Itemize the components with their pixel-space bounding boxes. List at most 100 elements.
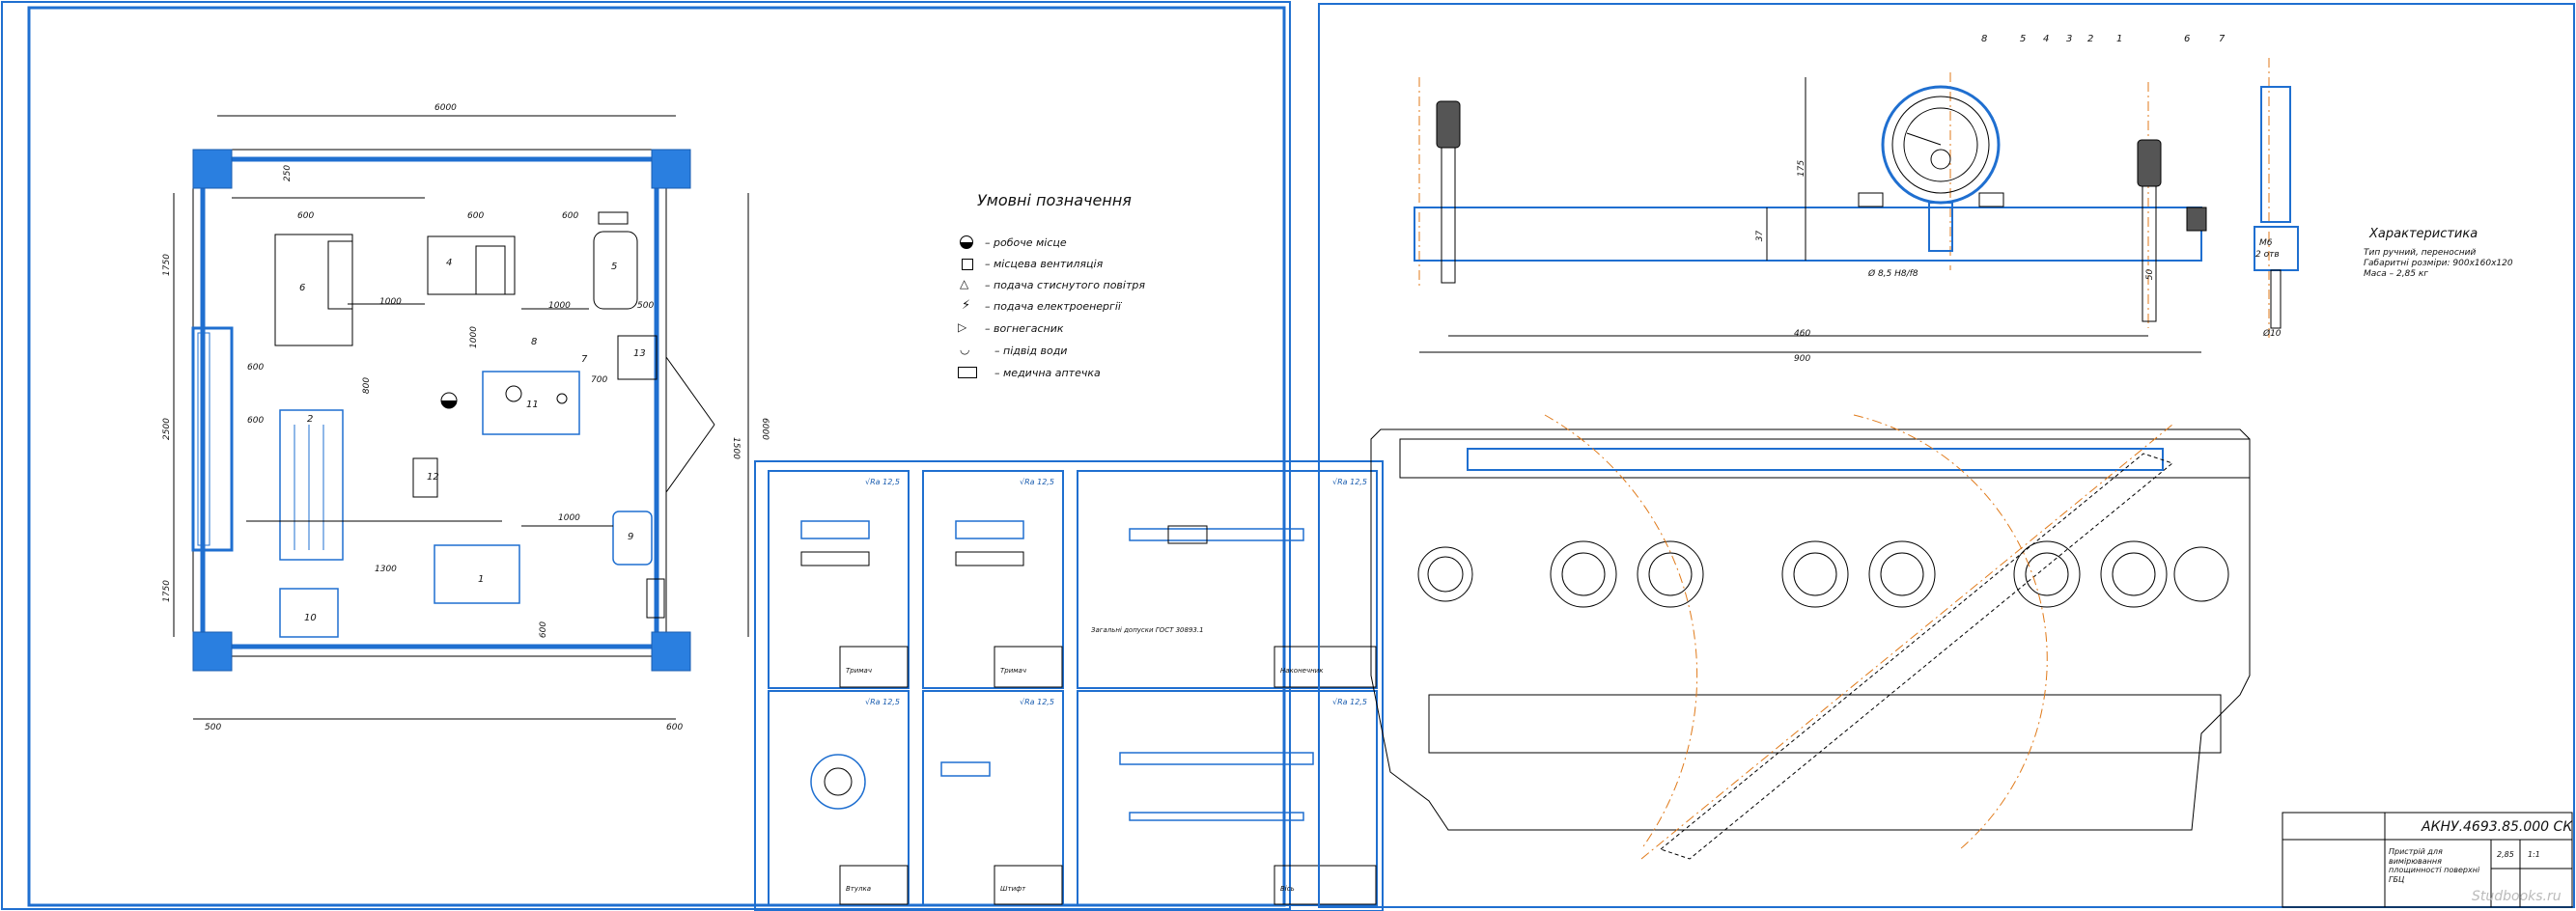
station-label-10: 10 <box>304 613 317 623</box>
watermark: Studbooks.ru <box>2472 889 2562 904</box>
callout-5: 5 <box>2020 34 2027 44</box>
legend-item-2: – подача стиснутого повітря <box>985 279 1145 291</box>
detail-3-note: Загальні допуски ГОСТ 30893.1 <box>1091 626 1204 634</box>
right-sheet-frame <box>1318 3 2575 908</box>
dim-600c: 600 <box>562 211 579 221</box>
dim-1000b: 1000 <box>548 301 571 311</box>
legend-item-5: – підвід води <box>994 345 1068 357</box>
station-9 <box>612 511 653 566</box>
station-label-2: 2 <box>307 414 314 425</box>
legend-title: Умовні позначення <box>977 191 1132 209</box>
station-label-7: 7 <box>581 354 588 365</box>
station-4 <box>427 235 516 295</box>
callout-6: 6 <box>2184 34 2191 44</box>
dim-600b: 600 <box>467 211 485 221</box>
floor-plan <box>173 115 749 720</box>
station-5 <box>593 231 638 310</box>
detail-1-rough: √Ra 12,5 <box>865 478 900 486</box>
callout-1: 1 <box>2116 34 2123 44</box>
station-label-5: 5 <box>611 262 618 272</box>
station-1 <box>434 544 520 604</box>
dim-top: 6000 <box>434 103 457 113</box>
detail-sheet-4 <box>768 690 910 906</box>
asm-dim-d10: Ø10 <box>2263 329 2282 339</box>
dim-700: 700 <box>591 375 608 385</box>
detail-2-rough: √Ra 12,5 <box>1020 478 1054 486</box>
station-label-12: 12 <box>427 472 439 483</box>
station-label-6: 6 <box>299 283 306 293</box>
legend-item-0: – робоче місце <box>985 236 1067 249</box>
title-block-scale: 1:1 <box>2528 850 2540 859</box>
callout-8: 8 <box>1981 34 1988 44</box>
dim-600e: 600 <box>247 416 265 426</box>
dim-500: 500 <box>637 301 655 311</box>
detail-2-title: Тримач <box>1000 667 1026 675</box>
asm-dim-37: 37 <box>1755 230 1766 242</box>
detail-1-title: Тримач <box>846 667 872 675</box>
char-line-2: Маса – 2,85 кг <box>2364 269 2429 279</box>
dim-1000c: 1000 <box>468 326 479 348</box>
dim-600a: 600 <box>297 211 315 221</box>
asm-dim-dia: Ø 8,5 H8/f8 <box>1868 269 1918 279</box>
callout-2: 2 <box>2087 34 2094 44</box>
station-label-9: 9 <box>628 532 634 542</box>
dim-1000a: 1000 <box>379 297 402 307</box>
station-12 <box>412 457 438 498</box>
asm-dim-900: 900 <box>1794 354 1811 364</box>
detail-6-title: Вісь <box>1280 885 1295 893</box>
legend-item-3: – подача електроенергії <box>985 300 1121 313</box>
callout-7: 7 <box>2219 34 2226 44</box>
assembly-drawing <box>1414 58 2299 353</box>
dim-left-bottom: 1750 <box>161 580 172 602</box>
dim-1300: 1300 <box>375 565 397 574</box>
station-10 <box>279 588 339 638</box>
legend-item-4: – вогнегасник <box>985 322 1064 335</box>
dim-bottom-right: 600 <box>666 723 684 732</box>
detail-sheet-2 <box>922 470 1064 689</box>
detail-4-rough: √Ra 12,5 <box>865 698 900 706</box>
asm-dim-m6: M6 <box>2259 238 2273 248</box>
asm-dim-460: 460 <box>1794 329 1811 339</box>
legend-symbol-ventilation <box>962 259 973 270</box>
station-label-1: 1 <box>478 574 485 585</box>
station-2 <box>279 409 344 561</box>
legend-symbol-air: △ <box>960 277 969 290</box>
legend-symbol-power: ⚡ <box>962 298 971 313</box>
title-block-code: АКНУ.4693.85.000 СК <box>2422 819 2573 835</box>
station-11 <box>482 371 580 435</box>
detail-sheet-5 <box>922 690 1064 906</box>
title-block-name: Пристрій для вимірювання площинності пов… <box>2389 847 2480 884</box>
detail-sheet-3 <box>1077 470 1378 689</box>
left-sheet-frame <box>1 1 1291 910</box>
detail-6-rough: √Ra 12,5 <box>1332 698 1367 706</box>
detail-sheets <box>754 460 1384 911</box>
legend-item-6: – медична аптечка <box>994 367 1101 379</box>
dim-1500: 1500 <box>730 437 741 459</box>
asm-dim-175: 175 <box>1797 159 1807 178</box>
detail-3-title: Наконечник <box>1280 667 1324 675</box>
station-13 <box>617 335 658 380</box>
dim-600f: 600 <box>539 621 549 639</box>
dim-left-top: 1750 <box>161 254 172 276</box>
station-label-4: 4 <box>446 258 453 268</box>
detail-3-rough: √Ra 12,5 <box>1332 478 1367 486</box>
station-label-13: 13 <box>633 348 646 359</box>
detail-4-title: Втулка <box>846 885 872 893</box>
dim-right: 6000 <box>759 418 770 440</box>
legend-symbol-aid <box>958 367 977 378</box>
cylinder-head-view <box>1370 414 2251 860</box>
char-line-1: Габаритні розміри: 900х160х120 <box>2364 259 2513 268</box>
title-block-mass: 2,85 <box>2497 850 2514 859</box>
dim-600d: 600 <box>247 363 265 373</box>
dim-1000d: 1000 <box>558 513 580 523</box>
dim-left-mid: 2500 <box>161 418 172 440</box>
station-label-11: 11 <box>526 400 539 410</box>
legend-symbol-water: ◡ <box>960 343 970 356</box>
char-line-0: Тип ручний, переносний <box>2364 248 2477 258</box>
legend-symbol-extinguisher: ▷ <box>958 320 967 334</box>
callout-3: 3 <box>2066 34 2073 44</box>
legend-item-1: – місцева вентиляція <box>985 258 1104 270</box>
dim-800: 800 <box>362 376 373 395</box>
